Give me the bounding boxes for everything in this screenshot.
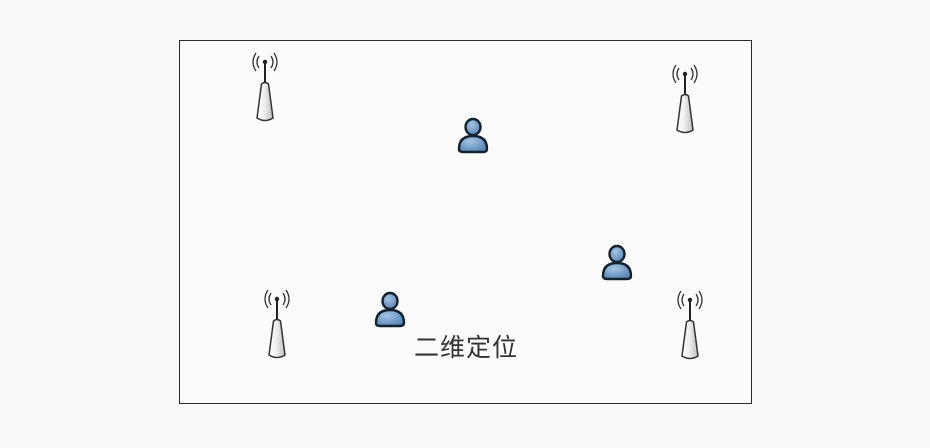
antenna-tower-icon xyxy=(252,52,278,122)
person-icon xyxy=(374,291,406,328)
antenna-tower-icon xyxy=(264,289,290,359)
diagram-caption: 二维定位 xyxy=(413,333,518,362)
antenna-tower-icon xyxy=(677,290,703,360)
person-icon xyxy=(601,244,633,281)
antenna-tower-icon xyxy=(672,64,698,134)
person-icon xyxy=(457,117,489,154)
